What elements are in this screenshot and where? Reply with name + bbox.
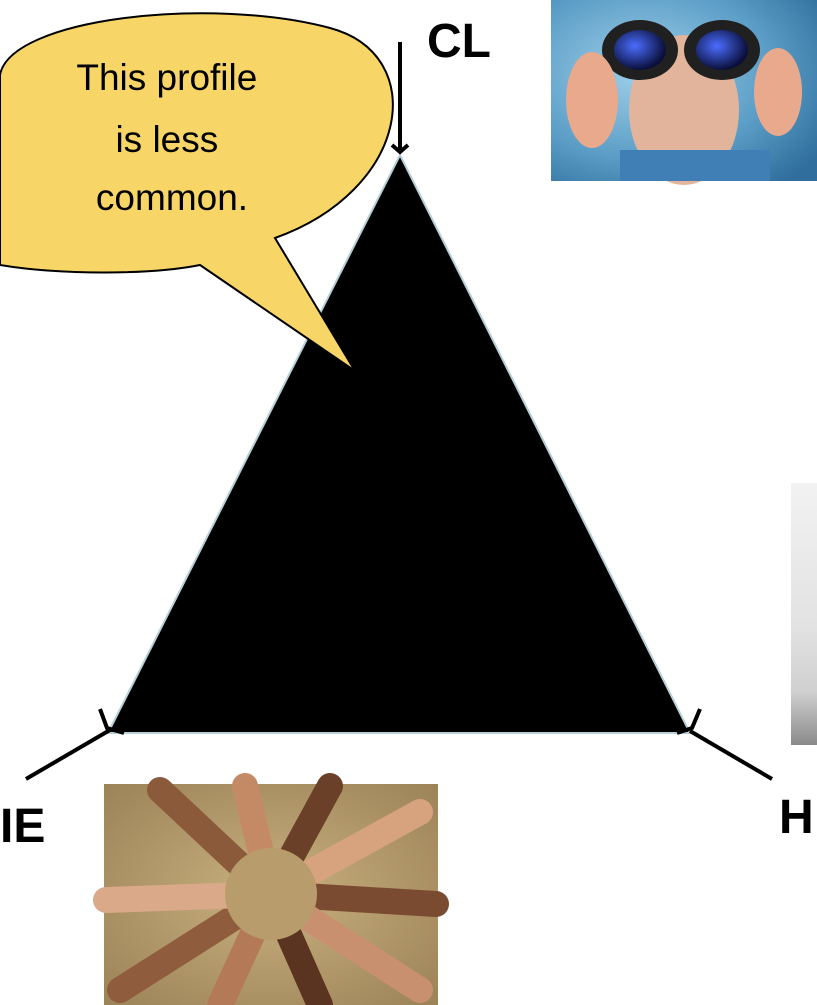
- vertex-label-right: H: [779, 791, 814, 844]
- hands-circle-photo: [104, 784, 438, 1005]
- callout-line-2: is less: [115, 119, 218, 160]
- vertex-label-top: CL: [427, 15, 491, 68]
- callout-line-3: common.: [96, 177, 248, 218]
- vertex-label-left: IE: [0, 800, 45, 853]
- binoculars-photo: [551, 0, 817, 185]
- grey-photo-fragment: [791, 483, 817, 745]
- callout-line-1: This profile: [76, 57, 257, 98]
